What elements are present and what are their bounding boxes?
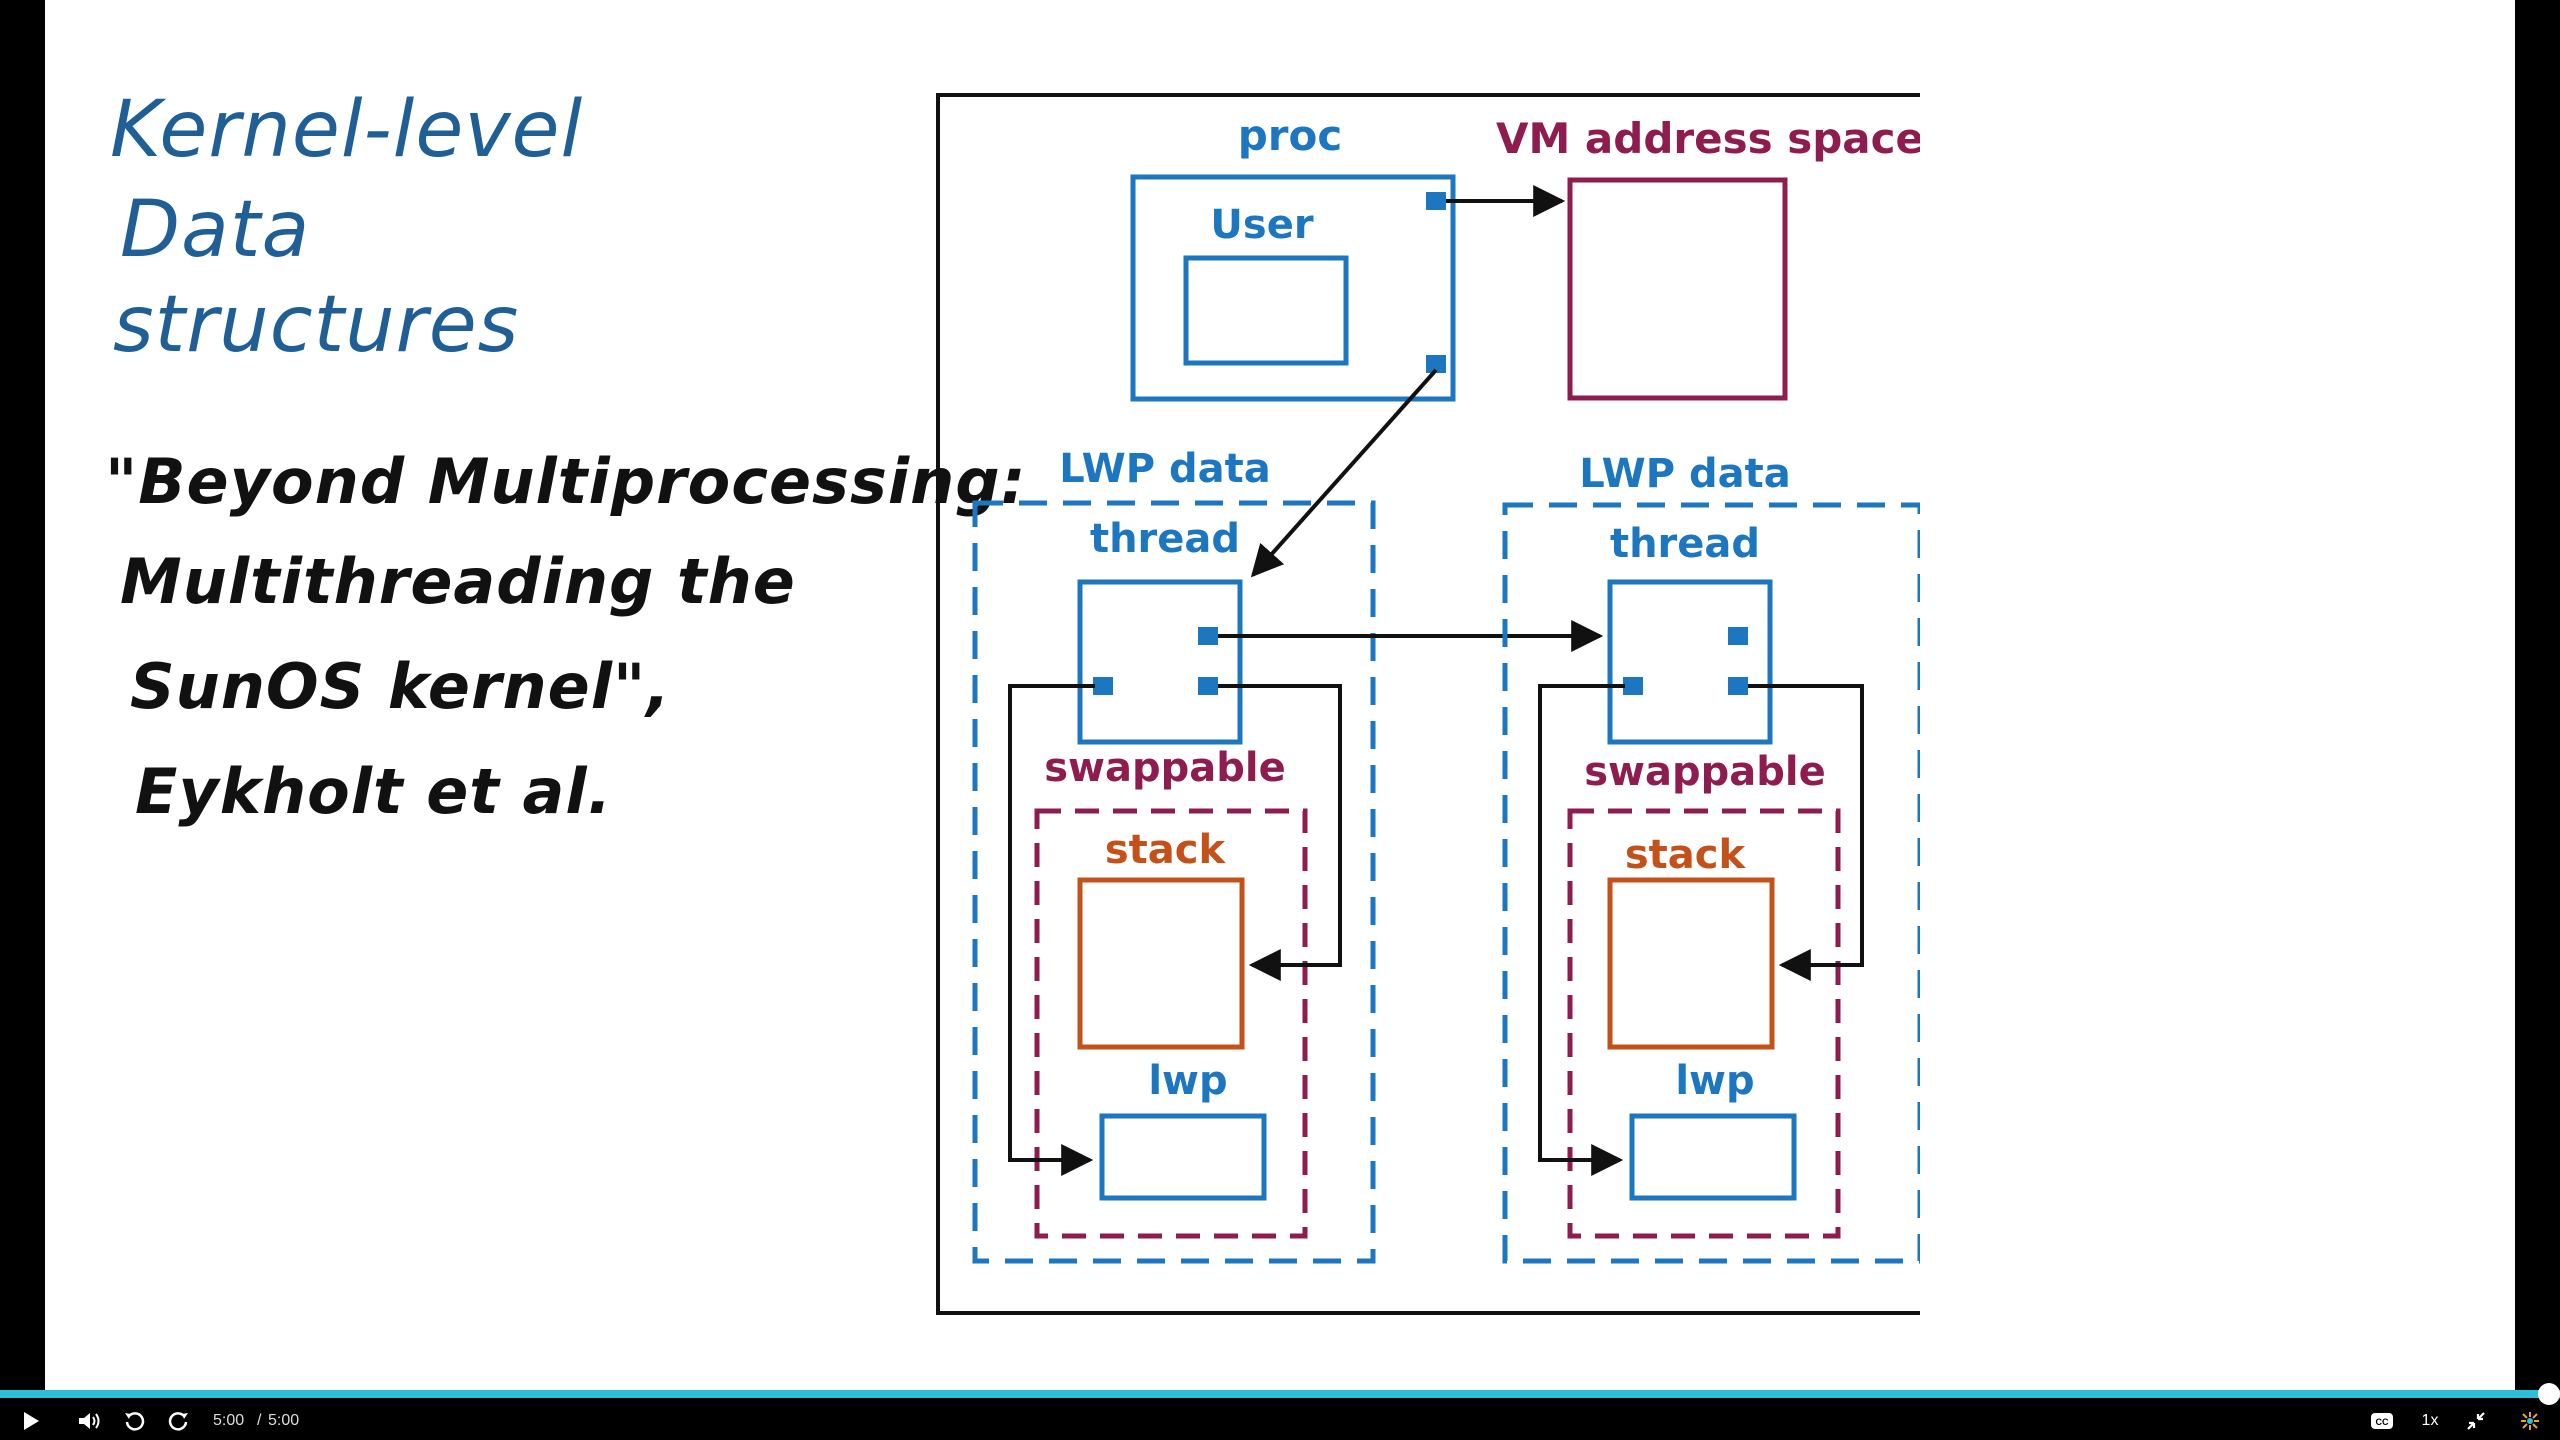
thread-next-pointer-left (1198, 627, 1218, 645)
time-separator: / (257, 1412, 262, 1429)
proc-thread-pointer (1426, 355, 1446, 373)
lwp-label-left: lwp (1148, 1058, 1227, 1104)
lwp-data-box-left (972, 500, 1376, 1264)
arrow-thread-to-stack-right (1748, 684, 1864, 981)
video-player-controls: 5:00 / 5:00 CC 1x (0, 1383, 2560, 1440)
kernel-data-structures-diagram: proc User VM address space LWP data thre… (936, 93, 1920, 1315)
thread-lwp-pointer-right (1623, 677, 1643, 695)
thread-label-left: thread (1090, 516, 1240, 562)
vm-address-space-box (1567, 177, 1788, 401)
note-title-line-2: Data (120, 185, 311, 275)
note-title-line-3: structures (113, 280, 520, 370)
svg-text:CC: CC (2376, 1417, 2389, 1427)
stack-box-left (1077, 877, 1245, 1050)
logo-icon (2521, 1412, 2539, 1430)
play-button[interactable] (18, 1406, 44, 1436)
arrow-thread-to-stack-left (1218, 684, 1342, 981)
forward-button[interactable] (163, 1406, 193, 1436)
thread-stack-pointer-right (1728, 677, 1748, 695)
replay-icon (125, 1412, 145, 1431)
stack-box-right (1607, 877, 1775, 1050)
stack-label-left: stack (1105, 827, 1227, 873)
speed-button[interactable]: 1x (2421, 1412, 2439, 1429)
play-icon (24, 1412, 39, 1430)
thread-label-right: thread (1610, 521, 1760, 567)
progress-handle[interactable] (2538, 1383, 2560, 1405)
exit-fullscreen-icon (2467, 1412, 2485, 1430)
thread-box-right (1607, 579, 1773, 745)
swappable-box-right (1567, 808, 1841, 1239)
stack-label-right: stack (1625, 832, 1747, 878)
proc-box (1130, 174, 1456, 402)
user-box (1183, 255, 1349, 366)
note-reference-line-1: "Beyond Multiprocessing: (105, 445, 1027, 518)
note-reference-line-3: SunOS kernel", (130, 650, 671, 723)
vm-address-space-label: VM address space (1496, 114, 1920, 163)
arrow-thread-to-lwp-left (1008, 684, 1095, 1176)
lwp-box-right (1629, 1113, 1797, 1201)
thread-lwp-pointer-left (1093, 677, 1113, 695)
exit-fullscreen-button[interactable] (2462, 1406, 2490, 1436)
swappable-box-left (1034, 808, 1308, 1239)
proc-vm-pointer (1426, 192, 1446, 210)
captions-icon: CC (2371, 1413, 2393, 1429)
arrow-proc-to-thread (1250, 368, 1438, 578)
note-reference-line-4: Eykholt et al. (135, 755, 613, 828)
user-label: User (1210, 202, 1313, 248)
lwp-data-label-right: LWP data (1579, 451, 1790, 497)
lwp-label-right: lwp (1675, 1058, 1754, 1104)
forward-icon (168, 1412, 188, 1431)
lecture-slide: Kernel-level Data structures "Beyond Mul… (45, 0, 2515, 1390)
swappable-label-right: swappable (1584, 749, 1825, 795)
thread-stack-pointer-left (1198, 677, 1218, 695)
player-logo (2515, 1406, 2545, 1436)
progress-fill (0, 1390, 2560, 1398)
lwp-box-left (1099, 1113, 1267, 1201)
lwp-data-label-left: LWP data (1059, 446, 1270, 492)
volume-button[interactable] (75, 1406, 105, 1436)
replay-button[interactable] (120, 1406, 150, 1436)
note-title-line-1: Kernel-level (110, 85, 584, 175)
diagram-frame (936, 93, 1920, 1315)
thread-box-left (1077, 579, 1243, 745)
swappable-label-left: swappable (1044, 745, 1285, 791)
proc-label: proc (1238, 111, 1343, 160)
captions-button[interactable]: CC (2368, 1406, 2396, 1436)
current-time: 5:00 (213, 1412, 245, 1429)
arrow-thread-to-lwp-right (1538, 684, 1625, 1176)
thread-next-pointer-right (1728, 627, 1748, 645)
volume-icon (79, 1413, 100, 1429)
duration: 5:00 (268, 1412, 300, 1429)
progress-bar[interactable] (0, 1383, 2560, 1405)
note-reference-line-2: Multithreading the (120, 545, 796, 618)
lwp-data-box-right (1502, 502, 1920, 1264)
